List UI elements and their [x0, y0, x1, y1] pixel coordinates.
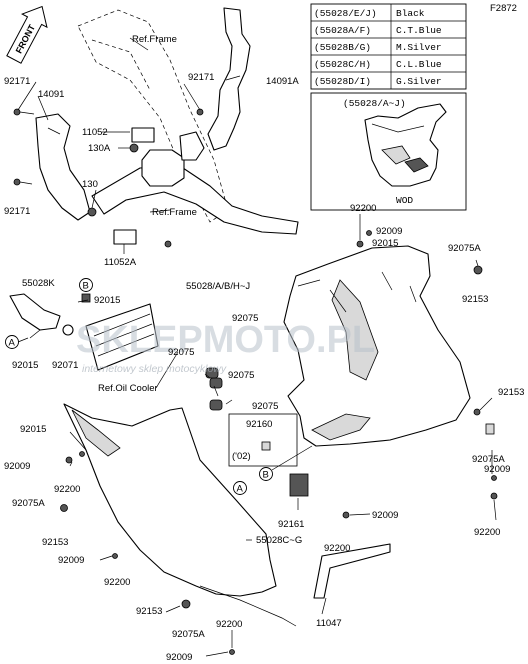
- label-ref-frame-mid: Ref.Frame: [152, 207, 197, 218]
- label-92015-a: 92015: [372, 238, 398, 249]
- leader-lines: [17, 37, 497, 657]
- label-92015-d: 92015: [20, 424, 46, 435]
- label-92075-b: 92075: [168, 347, 194, 358]
- label-92153-a: 92153: [462, 294, 488, 305]
- label-92009-e: 92009: [58, 555, 84, 566]
- callout-b-upper-text: B: [83, 281, 89, 292]
- color-code-0: (55028/E/J): [314, 8, 377, 19]
- label-92171-a: 92171: [4, 76, 30, 87]
- pivot-assembly: [87, 127, 205, 248]
- label-92171-b: 92171: [188, 72, 214, 83]
- label-130: 130: [82, 179, 98, 190]
- watermark-sub: internetowy sklep motocyklowy: [82, 363, 227, 375]
- upper-cowl: [283, 245, 471, 447]
- label-92075a-a: 92075A: [448, 243, 481, 254]
- label-92161: 92161: [278, 519, 304, 530]
- watermark-main: SKLEPMOTO.PL: [76, 319, 375, 361]
- label-92015-c: 92015: [12, 360, 38, 371]
- color-name-2: M.Silver: [396, 42, 442, 53]
- label-11052a: 11052A: [104, 257, 137, 268]
- label-92200-d: 92200: [474, 527, 500, 538]
- label-55028-abh: 55028/A/B/H~J: [186, 281, 250, 292]
- stay-11047: [313, 543, 391, 599]
- callout-a-left: A: [5, 335, 29, 349]
- label-92200-f: 92200: [216, 619, 242, 630]
- label-92015-b: 92015: [94, 295, 120, 306]
- label-92200-a: 92200: [350, 203, 376, 214]
- label-92009-f: 92009: [166, 652, 192, 663]
- figure-code: F2872: [490, 3, 517, 14]
- label-92171-c: 92171: [4, 206, 30, 217]
- callout-a-lower: A: [233, 481, 247, 495]
- label-92071: 92071: [52, 360, 78, 371]
- label-14091a: 14091A: [266, 76, 299, 87]
- color-code-4: (55028D/I): [314, 76, 371, 87]
- label-55028k: 55028K: [22, 278, 55, 289]
- label-55028cg: 55028C~G: [256, 535, 302, 546]
- callout-a-lower-text: A: [237, 484, 244, 495]
- color-name-1: C.T.Blue: [396, 25, 442, 36]
- label-92200-b: 92200: [54, 484, 80, 495]
- label-92075a-b: 92075A: [12, 498, 45, 509]
- label-92075-a: 92075: [232, 313, 258, 324]
- color-name-0: Black: [396, 8, 425, 19]
- ref-frame-mid: [91, 165, 299, 235]
- label-11052: 11052: [82, 127, 108, 138]
- color-code-2: (55028B/G): [314, 42, 371, 53]
- label-92153-b: 92153: [498, 387, 524, 398]
- front-arrow-icon: FRONT: [6, 5, 48, 64]
- label-92009-c: 92009: [484, 464, 510, 475]
- label-92075-c: 92075: [228, 370, 254, 381]
- inset-caption: WOD: [396, 195, 413, 206]
- label-92200-c: 92200: [324, 543, 350, 554]
- label-ref-frame-top: Ref.Frame: [132, 34, 177, 45]
- color-name-3: C.L.Blue: [396, 59, 442, 70]
- label-92075a-d: 92075A: [172, 629, 205, 640]
- note-box: [228, 413, 298, 467]
- cover-55028k: [9, 293, 61, 331]
- part-labels: Ref.Frame 92171 14091 92171 14091A 11052…: [4, 34, 524, 663]
- watermark: SKLEPMOTO.PL internetowy sklep motocyklo…: [76, 319, 375, 375]
- label-92075-d: 92075: [252, 401, 278, 412]
- oil-cooler: [62, 293, 159, 371]
- label-92160: 92160: [246, 419, 272, 430]
- callout-b-upper: B: [79, 278, 93, 292]
- label-92009-a: 92009: [376, 226, 402, 237]
- callout-a-left-text: A: [9, 338, 16, 349]
- color-table: (55028/E/J) Black (55028A/F) C.T.Blue (5…: [310, 3, 467, 90]
- inset-box: (55028/A~J) WOD: [310, 92, 467, 211]
- under-cowl: [63, 403, 297, 627]
- bolt-icons: [13, 108, 498, 655]
- label-92153-c: 92153: [42, 537, 68, 548]
- label-92153-d: 92153: [136, 606, 162, 617]
- label-92009-d: 92009: [372, 510, 398, 521]
- color-name-4: G.Silver: [396, 76, 442, 87]
- label-130a: 130A: [88, 143, 111, 154]
- label-11047: 11047: [316, 618, 342, 629]
- label-14091: 14091: [38, 89, 64, 100]
- label-ref-oil-cooler: Ref.Oil Cooler: [98, 383, 158, 394]
- label-92200-e: 92200: [104, 577, 130, 588]
- inset-title: (55028/A~J): [343, 98, 406, 109]
- color-code-1: (55028A/F): [314, 25, 371, 36]
- label-92075a-c: 92075A: [472, 454, 505, 465]
- label-02: ('02): [232, 451, 251, 462]
- callout-b-lower-text: B: [263, 470, 269, 481]
- label-92009-b: 92009: [4, 461, 30, 472]
- color-code-3: (55028C/H): [314, 59, 371, 70]
